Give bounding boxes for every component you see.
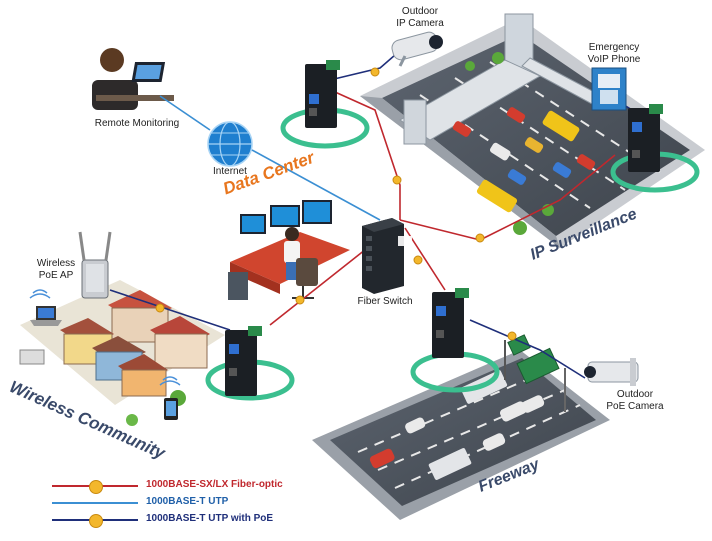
legend-label-fiber: 1000BASE-SX/LX Fiber-optic bbox=[146, 479, 283, 490]
outdoor-ip-camera-label-line2: IP Camera bbox=[396, 18, 444, 29]
outdoor-ip-camera-label-line1: Outdoor bbox=[401, 6, 439, 17]
internet-label: Internet bbox=[213, 166, 247, 177]
media-converter-surveillance-left bbox=[305, 60, 340, 128]
legend: 1000BASE-SX/LX Fiber-optic 1000BASE-T UT… bbox=[52, 478, 312, 529]
emergency-voip-label: Emergency VoIP Phone bbox=[574, 42, 654, 66]
legend-label-utp: 1000BASE-T UTP bbox=[146, 496, 229, 507]
data-center-scene bbox=[228, 200, 350, 300]
legend-item-fiber: 1000BASE-SX/LX Fiber-optic bbox=[52, 478, 312, 495]
legend-item-utp: 1000BASE-T UTP bbox=[52, 495, 312, 512]
wireless-poe-ap-label-line2: PoE AP bbox=[38, 270, 74, 281]
fiber-junction-dots bbox=[295, 175, 485, 305]
emergency-voip-label-line1: Emergency bbox=[588, 42, 640, 53]
outdoor-ip-camera-icon bbox=[391, 31, 443, 67]
poe-dot-icon bbox=[89, 514, 103, 528]
outdoor-poe-camera-label: Outdoor PoE Camera bbox=[600, 389, 670, 413]
legend-line-utp bbox=[52, 502, 138, 504]
ip-surveillance-scene bbox=[360, 13, 705, 248]
outdoor-ip-camera-label: Outdoor IP Camera bbox=[380, 6, 460, 30]
remote-monitoring-label: Remote Monitoring bbox=[94, 118, 180, 129]
remote-monitoring-illustration bbox=[92, 48, 174, 110]
outdoor-poe-camera-icon bbox=[584, 358, 639, 386]
legend-label-poe: 1000BASE-T UTP with PoE bbox=[146, 513, 274, 524]
freeway-scene bbox=[312, 334, 610, 520]
wireless-poe-ap-label-line1: Wireless bbox=[36, 258, 76, 269]
fiber-switch-device bbox=[362, 218, 412, 294]
emergency-voip-phone-icon bbox=[591, 67, 627, 111]
media-converter-freeway bbox=[432, 288, 469, 358]
outdoor-poe-camera-label-line2: PoE Camera bbox=[606, 401, 664, 412]
media-converter-surveillance-right bbox=[628, 104, 663, 172]
fiber-switch-label: Fiber Switch bbox=[357, 296, 413, 307]
wireless-poe-ap-label: Wireless PoE AP bbox=[26, 258, 86, 282]
outdoor-poe-camera-label-line1: Outdoor bbox=[616, 389, 654, 400]
emergency-voip-label-line2: VoIP Phone bbox=[587, 54, 641, 65]
media-converter-community bbox=[225, 326, 262, 396]
fiber-dot-icon bbox=[89, 480, 103, 494]
internet-globe-icon bbox=[207, 121, 253, 167]
legend-item-poe: 1000BASE-T UTP with PoE bbox=[52, 512, 312, 529]
